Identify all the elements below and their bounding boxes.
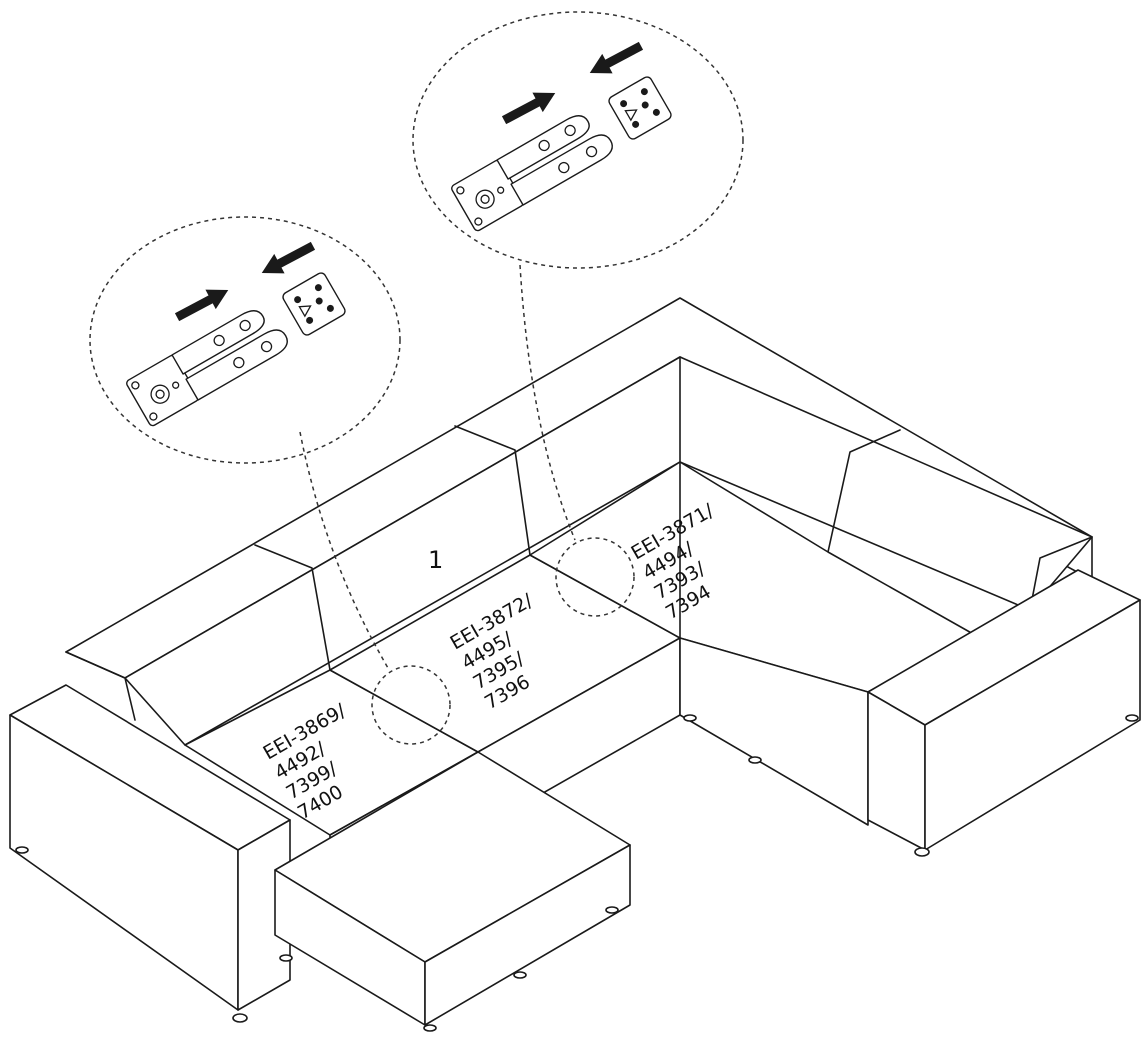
direction-arrow-icon xyxy=(589,41,644,74)
foot-4 xyxy=(423,1024,437,1032)
connector-bracket-icon xyxy=(126,310,288,427)
foot-1 xyxy=(15,846,29,854)
connector-plate-icon xyxy=(282,272,346,336)
foot-8 xyxy=(748,756,762,764)
callout-right-target xyxy=(555,537,635,617)
foot-9 xyxy=(914,847,930,857)
ottoman-right-side xyxy=(424,844,631,1026)
backrest-top-left xyxy=(65,651,136,721)
foot-6 xyxy=(513,971,527,979)
callout-right-ellipse xyxy=(412,11,744,269)
connector-bracket-icon xyxy=(451,115,613,232)
callout-left-leader xyxy=(299,431,389,669)
foot-2 xyxy=(232,1013,248,1023)
connector-plate-icon xyxy=(608,76,672,140)
right-seat-front xyxy=(679,637,869,826)
foot-3 xyxy=(279,954,293,962)
sofa-drawing xyxy=(9,297,1141,1032)
seat-number-label: 1 xyxy=(428,546,443,574)
backrest-divider-center xyxy=(454,425,531,556)
callout-left xyxy=(89,216,451,745)
left-arm-front xyxy=(237,819,291,1011)
callout-left-ellipse xyxy=(89,216,401,464)
backrest-divider-left xyxy=(254,544,331,671)
backrest-top-right xyxy=(1029,536,1093,611)
backrest-divider-right xyxy=(827,429,901,553)
direction-arrow-icon xyxy=(261,241,316,274)
direction-arrow-icon xyxy=(174,289,229,322)
foot-7 xyxy=(683,714,697,722)
foot-5 xyxy=(605,906,619,914)
callout-right-leader xyxy=(519,264,576,541)
callout-left-target xyxy=(371,665,451,745)
right-arm-side xyxy=(924,599,1141,851)
callout-right xyxy=(412,11,744,617)
direction-arrow-icon xyxy=(501,92,556,125)
foot-10 xyxy=(1125,714,1139,722)
